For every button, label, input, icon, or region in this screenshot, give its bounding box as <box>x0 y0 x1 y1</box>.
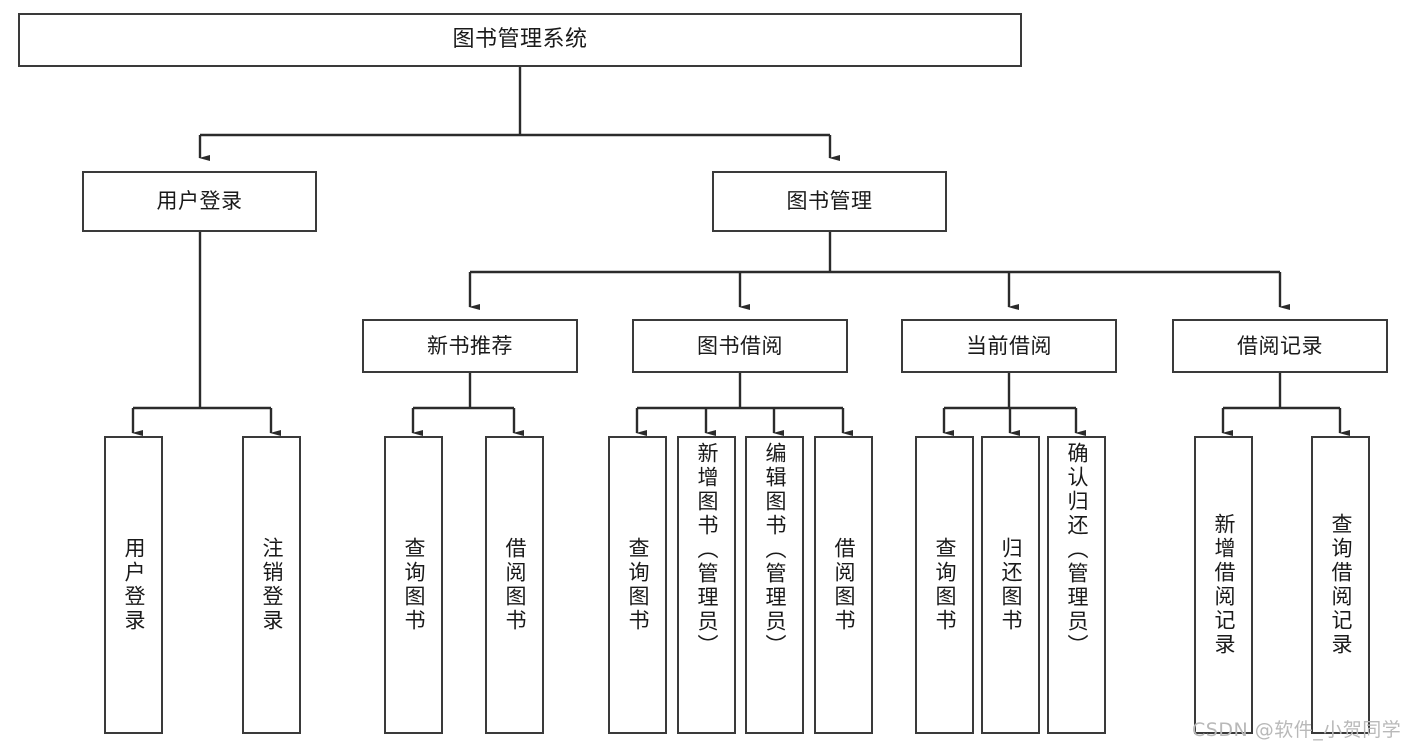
node-label: 新增借阅记录 <box>1212 513 1236 657</box>
node-label: 用户登录 <box>122 537 146 633</box>
node-book-borrow[interactable]: 图书借阅 <box>632 319 848 373</box>
leaf-user-login-logout[interactable]: 注销登录 <box>242 436 301 734</box>
node-new-book-recommend[interactable]: 新书推荐 <box>362 319 578 373</box>
node-label: 查询图书 <box>933 537 957 633</box>
node-label: 编辑图书（管理员） <box>763 442 787 658</box>
node-current-borrow[interactable]: 当前借阅 <box>901 319 1117 373</box>
node-label: 用户登录 <box>156 189 243 214</box>
node-label: 借阅记录 <box>1237 333 1323 358</box>
node-label: 查询借阅记录 <box>1329 513 1353 657</box>
leaf-current-borrow-confirm-return[interactable]: 确认归还（管理员） <box>1047 436 1106 734</box>
node-label: 查询图书 <box>626 537 650 633</box>
node-label: 注销登录 <box>260 537 284 633</box>
leaf-user-login-login[interactable]: 用户登录 <box>104 436 163 734</box>
node-user-login[interactable]: 用户登录 <box>82 171 317 232</box>
node-label: 借阅图书 <box>832 537 856 633</box>
leaf-book-borrow-edit[interactable]: 编辑图书（管理员） <box>745 436 804 734</box>
leaf-book-borrow-add[interactable]: 新增图书（管理员） <box>677 436 736 734</box>
leaf-borrow-record-query[interactable]: 查询借阅记录 <box>1311 436 1370 734</box>
node-root-system[interactable]: 图书管理系统 <box>18 13 1022 67</box>
leaf-book-borrow-borrow[interactable]: 借阅图书 <box>814 436 873 734</box>
node-label: 查询图书 <box>402 537 426 633</box>
leaf-book-borrow-query[interactable]: 查询图书 <box>608 436 667 734</box>
leaf-new-book-borrow[interactable]: 借阅图书 <box>485 436 544 734</box>
node-label: 确认归还（管理员） <box>1065 442 1089 658</box>
node-book-management[interactable]: 图书管理 <box>712 171 947 232</box>
leaf-new-book-query[interactable]: 查询图书 <box>384 436 443 734</box>
leaf-current-borrow-return[interactable]: 归还图书 <box>981 436 1040 734</box>
node-label: 图书管理系统 <box>452 27 588 53</box>
leaf-borrow-record-add[interactable]: 新增借阅记录 <box>1194 436 1253 734</box>
node-label: 借阅图书 <box>503 537 527 633</box>
leaf-current-borrow-query[interactable]: 查询图书 <box>915 436 974 734</box>
node-label: 图书借阅 <box>697 333 783 358</box>
node-label: 新增图书（管理员） <box>695 442 719 658</box>
node-label: 当前借阅 <box>966 333 1052 358</box>
node-borrow-record[interactable]: 借阅记录 <box>1172 319 1388 373</box>
node-label: 图书管理 <box>786 189 873 214</box>
watermark-text: CSDN @软件_小贺同学 <box>1192 719 1402 741</box>
node-label: 新书推荐 <box>427 333 513 358</box>
node-label: 归还图书 <box>999 537 1023 633</box>
